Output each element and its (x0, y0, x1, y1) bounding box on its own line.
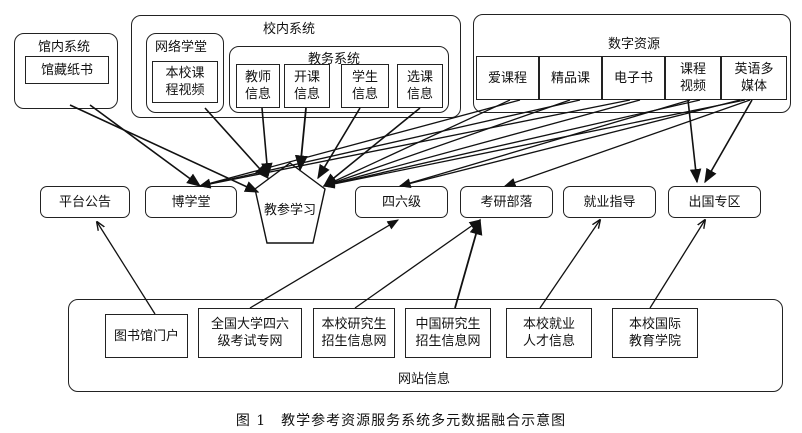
student-info-box: 学生 信息 (341, 64, 389, 108)
arrow-china-grad-to-pgexam (454, 218, 483, 309)
website-national-cet: 全国大学四六 级考试专网 (198, 308, 302, 358)
arrow-course-to-reference (294, 107, 308, 172)
arrow-english-to-abroad (704, 99, 753, 184)
service-study-abroad: 出国专区 (668, 186, 761, 218)
academic-affairs-title: 教务系统 (308, 52, 361, 67)
digital-resources-title: 数字资源 (608, 37, 661, 52)
quality-course-box: 精品课 (539, 56, 602, 100)
arrow-coursevideo-to-reference (322, 99, 701, 189)
figure-caption: 图 1 教学参考资源服务系统多元数据融合示意图 (235, 413, 567, 429)
website-campus-grad-admission: 本校研究生 招生信息网 (313, 308, 395, 358)
service-teaching-reference-pentagon (254, 162, 326, 244)
course-selection-info-box: 选课 信息 (397, 64, 443, 108)
arrow-intl-to-abroad (649, 220, 705, 309)
arrow-icourse-to-boxuetang (198, 99, 521, 188)
course-video-box: 课程 视频 (665, 56, 721, 100)
website-campus-employment: 本校就业 人才信息 (506, 308, 592, 358)
website-china-grad-admission: 中国研究生 招生信息网 (405, 308, 491, 358)
library-system-title: 馆内系统 (38, 40, 91, 55)
arrow-books-to-reference (69, 104, 260, 193)
service-platform-announcement: 平台公告 (40, 186, 130, 218)
ebook-box: 电子书 (602, 56, 665, 100)
service-boxuetang: 博学堂 (145, 186, 237, 218)
network-classroom-title: 网络学堂 (155, 40, 208, 55)
campus-system-group (131, 15, 461, 118)
service-cet: 四六级 (355, 186, 448, 218)
website-info-group (68, 299, 783, 392)
icourse-box: 爱课程 (476, 56, 539, 100)
service-employment-guide: 就业指导 (563, 186, 656, 218)
arrow-coursevideo-to-cet (398, 99, 691, 188)
arrow-ebook-to-reference (322, 99, 641, 188)
website-info-title: 网站信息 (398, 372, 451, 387)
arrow-student-to-reference (317, 107, 361, 180)
campus-system-title: 校内系统 (263, 22, 316, 37)
english-multimedia-box: 英语多 媒体 (721, 56, 787, 100)
teacher-info-box: 教师 信息 (236, 64, 280, 108)
network-classroom-group (146, 33, 224, 113)
arrow-books-to-boxuetang (89, 104, 202, 187)
campus-course-video-box: 本校课 程视频 (152, 61, 218, 103)
arrow-quality-to-reference (322, 99, 571, 187)
arrow-english-to-pgexam (503, 99, 751, 187)
website-library-portal: 图书馆门户 (105, 314, 188, 358)
arrow-campus-video-to-reference (204, 107, 269, 180)
website-intl-education-college: 本校国际 教育学院 (612, 308, 698, 358)
course-offering-info-box: 开课 信息 (284, 64, 330, 108)
arrow-teacher-to-reference (261, 107, 273, 178)
arrow-national-cet-to-cet (249, 219, 400, 309)
arrow-english-to-cet (398, 99, 741, 188)
digital-resources-group (473, 14, 791, 113)
service-postgraduate-exam: 考研部落 (460, 186, 553, 218)
arrow-icourse-to-reference (322, 99, 511, 187)
arrow-employment-to-guide (539, 220, 600, 309)
arrow-english-to-reference (322, 99, 746, 189)
service-teaching-reference-label: 教参学习 (264, 202, 316, 218)
arrow-coursevideo-to-abroad (687, 99, 702, 184)
arrow-library-portal-to-announcement (97, 222, 156, 315)
library-paper-books-box: 馆藏纸书 (25, 56, 109, 84)
academic-affairs-group (229, 46, 449, 113)
arrow-selection-to-reference (322, 107, 421, 187)
arrow-campus-grad-to-pgexam (354, 219, 481, 309)
library-system-group (14, 33, 118, 109)
